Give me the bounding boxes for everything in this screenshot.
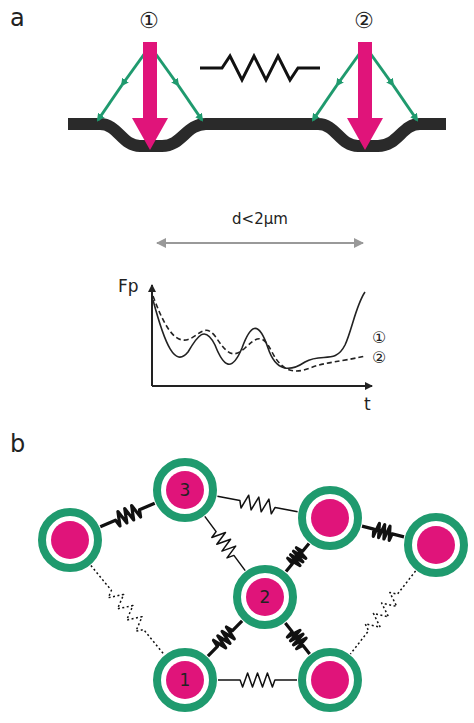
- panel-label: b: [10, 432, 25, 456]
- force-arrow: [132, 42, 383, 150]
- force-curve: [153, 292, 365, 368]
- spring-symbol: [286, 544, 309, 572]
- spring-symbol: [362, 523, 404, 540]
- site-number: 1: [152, 647, 218, 713]
- spring-connector: [208, 621, 242, 656]
- spring-symbol: [350, 571, 415, 654]
- site-number: 3: [152, 457, 218, 523]
- adhesion-site: 3: [152, 457, 218, 523]
- axis-label: t: [364, 396, 371, 413]
- adhesion-ring: [42, 512, 98, 568]
- adhesion-ring: [302, 652, 358, 708]
- adhesion-core: [311, 661, 349, 699]
- adhesion-core: [417, 526, 455, 564]
- force-curve: [153, 296, 365, 371]
- panel-label: a: [10, 6, 25, 30]
- spring-symbol: [100, 503, 154, 527]
- adhesion-site: 1: [152, 647, 218, 713]
- adhesion-site: 2: [232, 564, 298, 630]
- spring-connector: [205, 516, 245, 570]
- callout-number: ①: [372, 330, 386, 346]
- spring-symbol: [217, 495, 297, 514]
- callout-number: ②: [372, 350, 386, 366]
- spring-symbol: [200, 56, 320, 80]
- adhesion-core: [51, 521, 89, 559]
- spring-symbol: [285, 623, 309, 654]
- axis-label: Fp: [118, 278, 139, 295]
- dimension-label: d<2μm: [232, 212, 288, 227]
- membrane: [68, 124, 446, 146]
- adhesion-ring: [302, 490, 358, 546]
- distance-arrow: [157, 242, 363, 244]
- callout-number: ①: [139, 10, 159, 32]
- graph-axes: [152, 285, 372, 386]
- callout-number: ②: [354, 10, 374, 32]
- adhesion-ring: [408, 517, 464, 573]
- site-number: 2: [232, 564, 298, 630]
- spring-symbol: [218, 673, 297, 687]
- spring-symbol: [91, 566, 164, 655]
- adhesion-core: [311, 499, 349, 537]
